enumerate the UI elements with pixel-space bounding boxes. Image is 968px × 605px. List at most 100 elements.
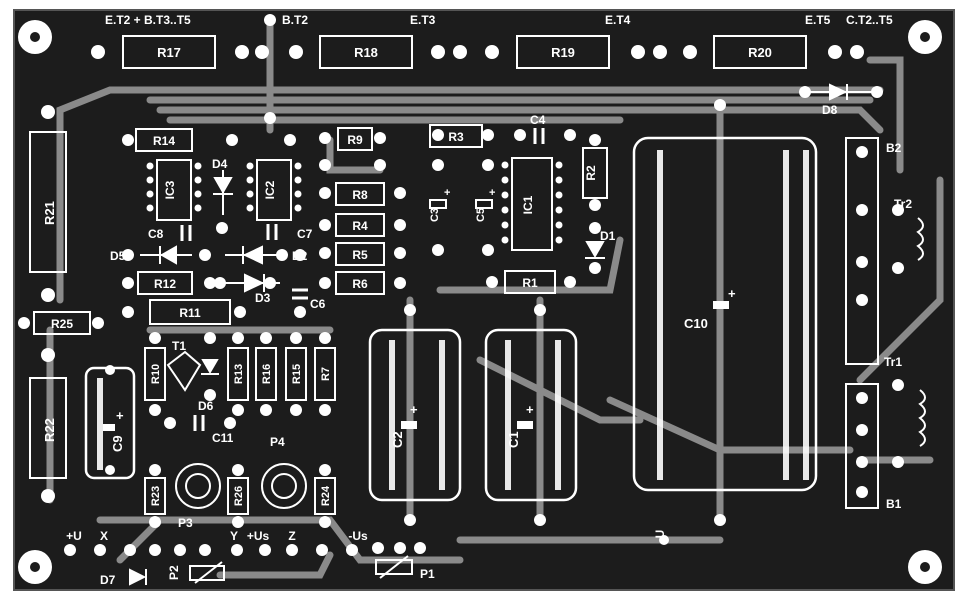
trimmer-p1-label: P1: [420, 567, 435, 581]
label-bt2: B.T2: [282, 13, 308, 27]
resistor-r6-label: R6: [352, 277, 368, 291]
resistor-r9: [337, 127, 373, 151]
resistor-r4: [335, 213, 385, 237]
diode-d5-label: D5: [110, 249, 126, 263]
resistor-r12-label: R12: [154, 277, 176, 291]
diode-d4-icon: [213, 170, 233, 215]
transistor-t1-icon: [166, 350, 202, 392]
capacitor-c9-plus: +: [116, 408, 124, 423]
resistor-r17-label: R17: [157, 45, 181, 60]
trimmer-p2-icon: [189, 565, 225, 581]
transformer-tr1-coil-icon: [918, 389, 926, 447]
transistor-t1-label: T1: [172, 339, 186, 353]
resistor-r18: [319, 35, 413, 69]
capacitor-c1: [484, 328, 578, 502]
capacitor-c8-label: C8: [148, 227, 164, 241]
resistor-r11-label: R11: [179, 306, 201, 320]
capacitor-c9: [84, 366, 136, 480]
resistor-r8-label: R8: [352, 188, 368, 202]
resistor-r22-label: R22: [42, 418, 57, 442]
capacitor-c5: [475, 199, 493, 209]
capacitor-c9-label: C9: [110, 435, 125, 452]
bridge-b1: [845, 383, 879, 509]
diode-d1-icon: [585, 241, 605, 259]
potentiometer-p4-label: P4: [270, 435, 285, 449]
label-et5: E.T5: [805, 13, 831, 27]
capacitor-c3-label: C3: [429, 208, 441, 222]
capacitor-c11-icon: [193, 415, 205, 431]
diode-d3-icon: [225, 273, 280, 293]
bridge-b2-label: B2: [886, 141, 902, 155]
capacitor-c1-plus: +: [526, 402, 534, 417]
resistor-r19: [516, 35, 610, 69]
resistor-r9-label: R9: [347, 133, 363, 147]
diode-d7-icon: [129, 568, 147, 586]
ic-ic3: [156, 159, 192, 221]
terminal-x-label: X: [100, 529, 108, 543]
resistor-r3: [429, 124, 483, 148]
resistor-r2: [582, 147, 608, 199]
resistor-r24: [314, 477, 336, 515]
resistor-r13: [227, 347, 249, 401]
transformer-tr1-label: Tr1: [884, 355, 902, 369]
resistor-r20-label: R20: [748, 45, 772, 60]
terminal-plus-u-label: +U: [66, 529, 82, 543]
resistor-r11: [149, 299, 231, 325]
ic-ic2: [256, 159, 292, 221]
diode-d1-label: D1: [600, 229, 616, 243]
capacitor-c1-label: C1: [506, 431, 521, 448]
potentiometer-p3-icon: [175, 463, 221, 509]
resistor-r13-label: R13: [233, 364, 245, 384]
capacitor-c7-label: C7: [297, 227, 313, 241]
terminal-y-label: Y: [230, 529, 238, 543]
resistor-r17: [122, 35, 216, 69]
resistor-r7-label: R7: [320, 367, 332, 381]
label-et4: E.T4: [605, 13, 631, 27]
resistor-r6: [335, 271, 385, 295]
resistor-r8: [335, 182, 385, 206]
capacitor-c10-plus: +: [728, 286, 736, 301]
capacitor-c3: [429, 199, 447, 209]
ic-ic1: [511, 157, 553, 251]
ic-ic2-label: IC2: [263, 180, 277, 199]
label-ct2-t5: C.T2..T5: [846, 13, 893, 27]
resistor-r5-label: R5: [352, 248, 368, 262]
resistor-r21: [29, 131, 67, 273]
diode-d8-icon: [805, 83, 877, 101]
resistor-r26: [227, 477, 249, 515]
terminal-plus-us-label: +Us: [247, 529, 270, 543]
capacitor-c4-label: C4: [530, 113, 546, 127]
diode-d6-label: D6: [198, 399, 214, 413]
resistor-r15: [285, 347, 307, 401]
capacitor-c6-icon: [292, 288, 308, 300]
transformer-tr2-label: Tr2: [894, 197, 912, 211]
resistor-r23-label: R23: [150, 486, 162, 506]
capacitor-c5-plus: +: [489, 187, 495, 199]
terminal-minus-u-label: -U: [653, 530, 667, 543]
resistor-r14: [135, 128, 193, 152]
resistor-r20: [713, 35, 807, 69]
diode-d6-icon: [201, 359, 219, 375]
resistor-r21-label: R21: [42, 201, 57, 225]
resistor-r15-label: R15: [291, 364, 303, 384]
resistor-r26-label: R26: [233, 486, 245, 506]
diode-d4-label: D4: [212, 157, 228, 171]
capacitor-c6-label: C6: [310, 297, 326, 311]
capacitor-c8-icon: [180, 225, 192, 241]
transformer-tr2-coil-icon: [916, 217, 924, 261]
resistor-r25: [33, 311, 91, 335]
diode-d7-label: D7: [100, 573, 116, 587]
trimmer-p1-icon: [375, 559, 413, 575]
resistor-r5: [335, 242, 385, 266]
resistor-r10: [144, 347, 166, 401]
potentiometer-p4-icon: [261, 463, 307, 509]
diode-d2-label: D2: [292, 249, 308, 263]
capacitor-c10-label: C10: [684, 316, 708, 331]
resistor-r1: [504, 270, 556, 294]
ic-ic1-label: IC1: [521, 195, 535, 214]
resistor-r14-label: R14: [153, 134, 175, 148]
bridge-b1-label: B1: [886, 497, 902, 511]
capacitor-c2-label: C2: [390, 431, 405, 448]
